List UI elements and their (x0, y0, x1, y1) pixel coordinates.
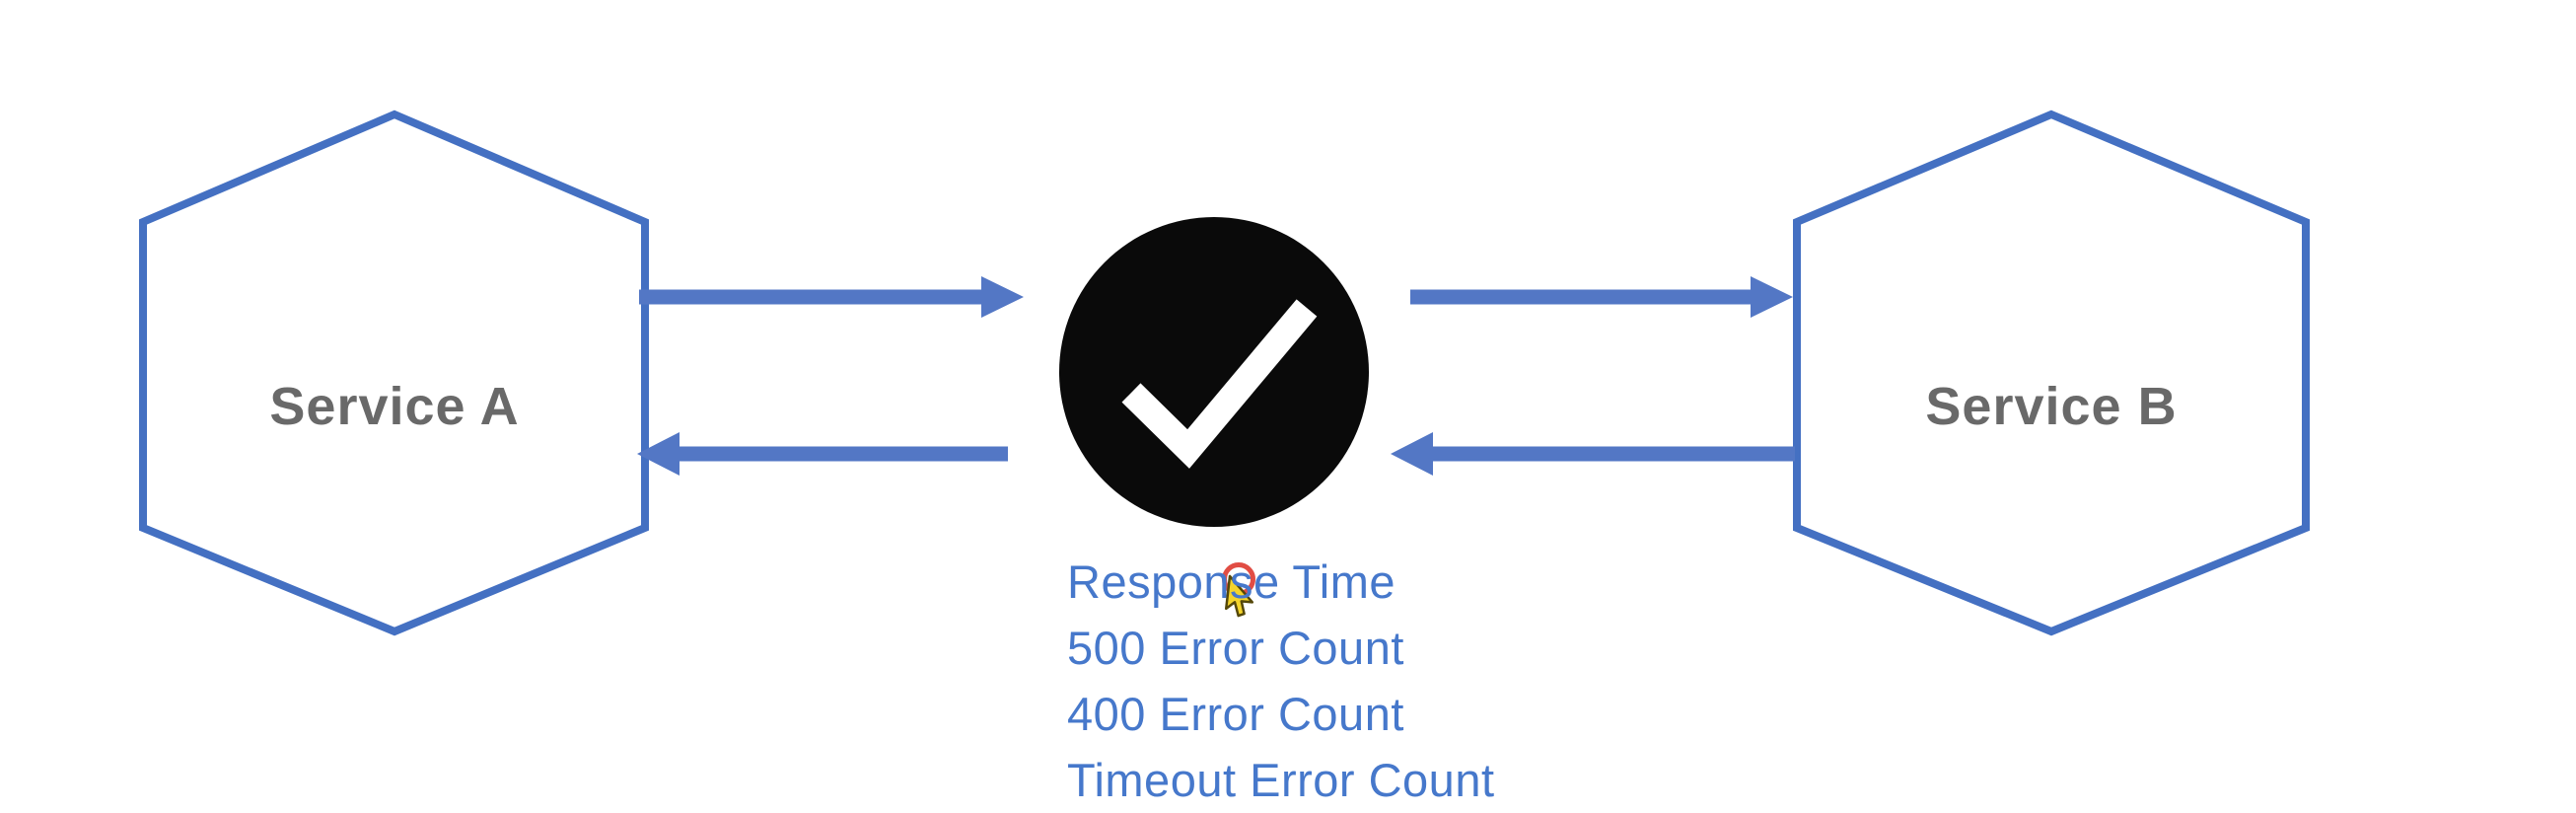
service-b-label: Service B (1925, 377, 2178, 436)
check-circle-icon (1059, 217, 1369, 527)
arrow-check-to-a (637, 432, 1008, 476)
metric-line-timeout-error-count: Timeout Error Count (1067, 754, 1495, 806)
metric-line-400-error-count: 400 Error Count (1067, 688, 1404, 740)
arrow-a-to-check (639, 276, 1024, 318)
metric-line-500-error-count: 500 Error Count (1067, 622, 1404, 674)
arrow-b-to-check (1391, 432, 1795, 476)
service-a-label: Service A (269, 377, 520, 436)
mouse-cursor-icon (1224, 574, 1254, 618)
metric-line-response-time: Response Time (1067, 555, 1396, 608)
check-mark-icon (1121, 299, 1318, 469)
service-a-hexagon (139, 110, 649, 636)
metrics-list: Response Time 500 Error Count 400 Error … (1067, 549, 1495, 813)
service-b-hexagon (1793, 110, 2310, 636)
arrow-check-to-b (1410, 276, 1793, 318)
